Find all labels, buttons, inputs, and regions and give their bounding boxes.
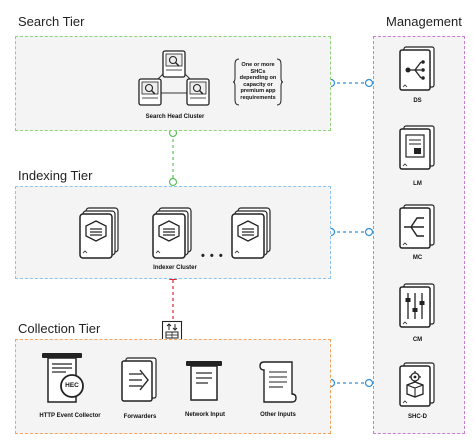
monitoring-console-icon: [399, 204, 435, 249]
license-master-icon: [399, 125, 435, 170]
management-link-collection: [326, 378, 374, 388]
indexer-icon: [79, 207, 119, 259]
management-label-cm: CM: [412, 337, 423, 343]
indexing-tier-title: Indexing Tier: [18, 168, 93, 183]
management-title: Management: [386, 14, 462, 29]
cluster-master-icon: [399, 283, 435, 328]
indexer-ellipsis: • • •: [201, 250, 224, 262]
deployment-server-icon: [399, 46, 435, 91]
indexer-cluster-label: Indexer Cluster: [153, 265, 197, 271]
firewall-icon: [161, 320, 183, 342]
hec-badge: HEC: [65, 382, 79, 389]
brace-icon: [232, 58, 284, 106]
link-node: [168, 177, 178, 187]
management-label-mc: MC: [412, 255, 423, 261]
network-input-label: Network Input: [185, 412, 225, 418]
network-input-icon: [186, 361, 222, 401]
indexer-icon: [231, 207, 271, 259]
search-head-cluster-label: Search Head Cluster: [145, 114, 205, 120]
management-label-lm: LM: [413, 181, 422, 187]
management-link-indexing: [326, 227, 374, 237]
http-event-collector-label: HTTP Event Collector: [39, 413, 101, 419]
other-inputs-icon: [259, 361, 297, 403]
indexer-icon: [152, 207, 192, 259]
search-tier-title: Search Tier: [18, 14, 85, 29]
shc-capacity-note: One or more SHCs depending on capacity o…: [239, 62, 277, 101]
forwarders-icon: [121, 357, 157, 402]
http-event-collector-icon: [42, 353, 84, 403]
search-head-cluster-icon: [138, 50, 210, 106]
forwarders-label: Forwarders: [123, 414, 157, 420]
management-label-shc-d: SHC-D: [408, 414, 427, 420]
collection-tier-title: Collection Tier: [18, 321, 101, 336]
management-link-search: [326, 78, 374, 88]
management-label-ds: DS: [413, 98, 422, 104]
other-inputs-label: Other Inputs: [260, 412, 296, 418]
shc-deployer-icon: [399, 362, 435, 407]
